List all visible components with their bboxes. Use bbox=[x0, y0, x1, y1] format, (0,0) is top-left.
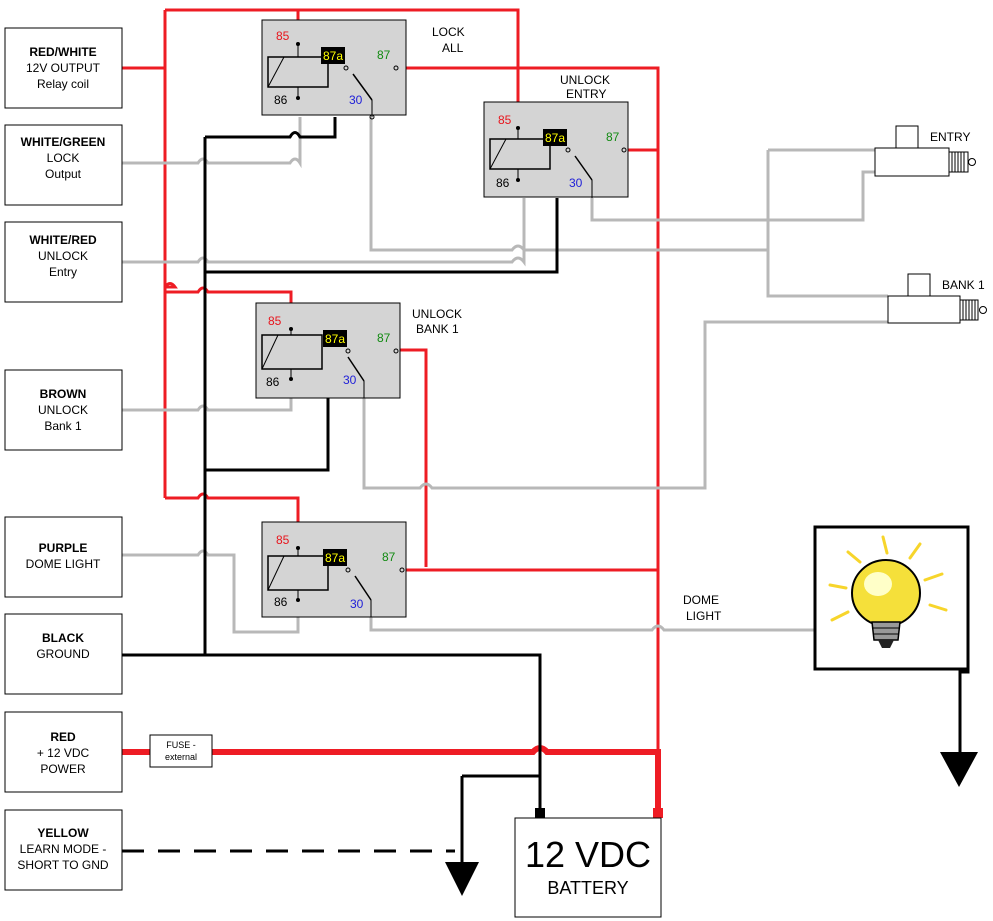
actuator-label: ENTRY bbox=[930, 130, 970, 144]
lock-all-30-wire bbox=[369, 117, 768, 252]
lock-all-87-wire bbox=[406, 66, 660, 755]
pin-85: 85 bbox=[276, 533, 290, 547]
wire-title: RED/WHITE bbox=[29, 45, 96, 59]
gray-wires bbox=[122, 117, 888, 634]
actuator-bank1: BANK 1 bbox=[887, 273, 987, 324]
white-green-wire bbox=[122, 117, 302, 169]
relay-dome-light: 85 86 87a 87 30 bbox=[261, 521, 407, 618]
wire-title: YELLOW bbox=[37, 826, 89, 840]
wire-line2: DOME LIGHT bbox=[26, 557, 101, 571]
dome-30-wire bbox=[369, 617, 815, 632]
wire-box-black: BLACK GROUND bbox=[4, 613, 123, 695]
pin-30: 30 bbox=[350, 597, 364, 611]
fuse: FUSE - external bbox=[149, 734, 213, 768]
bank1-30-wire bbox=[362, 320, 888, 490]
wire-title: PURPLE bbox=[39, 541, 88, 555]
actuator-label: BANK 1 bbox=[942, 278, 985, 292]
pin-87: 87 bbox=[377, 331, 391, 345]
pin-87: 87 bbox=[606, 130, 620, 144]
black-ground-wire bbox=[122, 653, 542, 812]
pin-87a-bg bbox=[321, 47, 345, 64]
pin-87a: 87a bbox=[325, 551, 345, 565]
relay-label-line1: LOCK bbox=[432, 25, 465, 39]
battery-voltage: 12 VDC bbox=[525, 834, 651, 875]
wire-line2: LEARN MODE - bbox=[20, 842, 107, 856]
pin-86: 86 bbox=[274, 595, 288, 609]
actuator-entry: ENTRY bbox=[874, 125, 976, 177]
wire-line3: Bank 1 bbox=[44, 419, 82, 433]
white-red-wire bbox=[122, 198, 526, 267]
wire-box-purple: PURPLE DOME LIGHT bbox=[4, 516, 123, 598]
wire-line2: UNLOCK bbox=[38, 403, 88, 417]
wire-title: BROWN bbox=[40, 387, 87, 401]
lock-common-wire bbox=[766, 148, 888, 298]
wire-box-red-white: RED/WHITE 12V OUTPUT Relay coil bbox=[4, 27, 123, 109]
wire-line2: UNLOCK bbox=[38, 249, 88, 263]
wire-title: WHITE/RED bbox=[29, 233, 97, 247]
ground-arrow-icon bbox=[940, 752, 978, 787]
fuse-line2: external bbox=[165, 752, 197, 762]
pin-86: 86 bbox=[266, 375, 280, 389]
pin-87a: 87a bbox=[545, 131, 565, 145]
relay-label-line2: ENTRY bbox=[566, 87, 606, 101]
wire-title: BLACK bbox=[42, 631, 84, 645]
wire-title: RED bbox=[50, 730, 76, 744]
wire-box-white-green: WHITE/GREEN LOCK Output bbox=[4, 124, 123, 206]
fuse-line1: FUSE - bbox=[166, 740, 196, 750]
wire-line2: LOCK bbox=[47, 151, 80, 165]
pin-30: 30 bbox=[349, 93, 363, 107]
wire-line3: SHORT TO GND bbox=[17, 858, 108, 872]
pin-85: 85 bbox=[498, 113, 512, 127]
pin-85: 85 bbox=[276, 29, 290, 43]
black-wires bbox=[122, 117, 970, 868]
red-bus-vertical bbox=[163, 10, 178, 498]
battery: 12 VDC BATTERY bbox=[514, 808, 663, 918]
ground-arrow-icon bbox=[445, 862, 479, 896]
relay-unlock-entry: 85 86 87a 87 30 bbox=[483, 101, 629, 198]
bank1-87-wire bbox=[400, 348, 428, 567]
relay-lock-all: 85 86 87a 87 30 bbox=[261, 19, 407, 120]
pin-86: 86 bbox=[496, 176, 510, 190]
pin-87a: 87a bbox=[325, 332, 345, 346]
wire-line3: Output bbox=[45, 167, 82, 181]
wire-box-yellow: YELLOW LEARN MODE - SHORT TO GND bbox=[4, 809, 123, 891]
relay-label-line1: UNLOCK bbox=[412, 307, 462, 321]
dome-label-line1: DOME bbox=[683, 593, 719, 607]
relay-label-line2: BANK 1 bbox=[416, 322, 459, 336]
wire-title: WHITE/GREEN bbox=[21, 135, 106, 149]
pin-85: 85 bbox=[268, 314, 282, 328]
wire-line2: GROUND bbox=[36, 647, 90, 661]
relay1-86-ground bbox=[205, 117, 337, 139]
battery-label: BATTERY bbox=[547, 878, 628, 898]
light-bulb-icon bbox=[828, 535, 948, 648]
dome-label-line2: LIGHT bbox=[686, 609, 722, 623]
wire-line2: 12V OUTPUT bbox=[26, 61, 101, 75]
relay2-86-ground bbox=[205, 198, 559, 274]
pin-87a: 87a bbox=[323, 49, 343, 63]
dome-light bbox=[813, 525, 970, 671]
pin-87: 87 bbox=[377, 48, 391, 62]
wire-line3: Relay coil bbox=[37, 77, 89, 91]
relay-label-line1: UNLOCK bbox=[560, 73, 610, 87]
relay-label-line2: ALL bbox=[442, 41, 464, 55]
wire-box-white-red: WHITE/RED UNLOCK Entry bbox=[4, 221, 123, 303]
relay3-85-feed bbox=[165, 286, 293, 305]
pin-86: 86 bbox=[274, 93, 288, 107]
red-top-bus bbox=[165, 8, 520, 102]
relay-unlock-bank1: 85 86 87a 87 30 bbox=[255, 302, 401, 399]
relay4-85-feed bbox=[165, 492, 300, 522]
relay3-86-ground bbox=[205, 398, 330, 472]
entry-30-wire bbox=[590, 170, 875, 222]
pin-87: 87 bbox=[382, 550, 396, 564]
wire-box-red: RED + 12 VDC POWER bbox=[4, 711, 123, 793]
pin-30: 30 bbox=[343, 373, 357, 387]
wire-line3: POWER bbox=[40, 762, 86, 776]
pin-30: 30 bbox=[569, 176, 583, 190]
wire-line3: Entry bbox=[49, 265, 77, 279]
wire-line2: + 12 VDC bbox=[37, 746, 90, 760]
wire-box-brown: BROWN UNLOCK Bank 1 bbox=[4, 369, 123, 451]
